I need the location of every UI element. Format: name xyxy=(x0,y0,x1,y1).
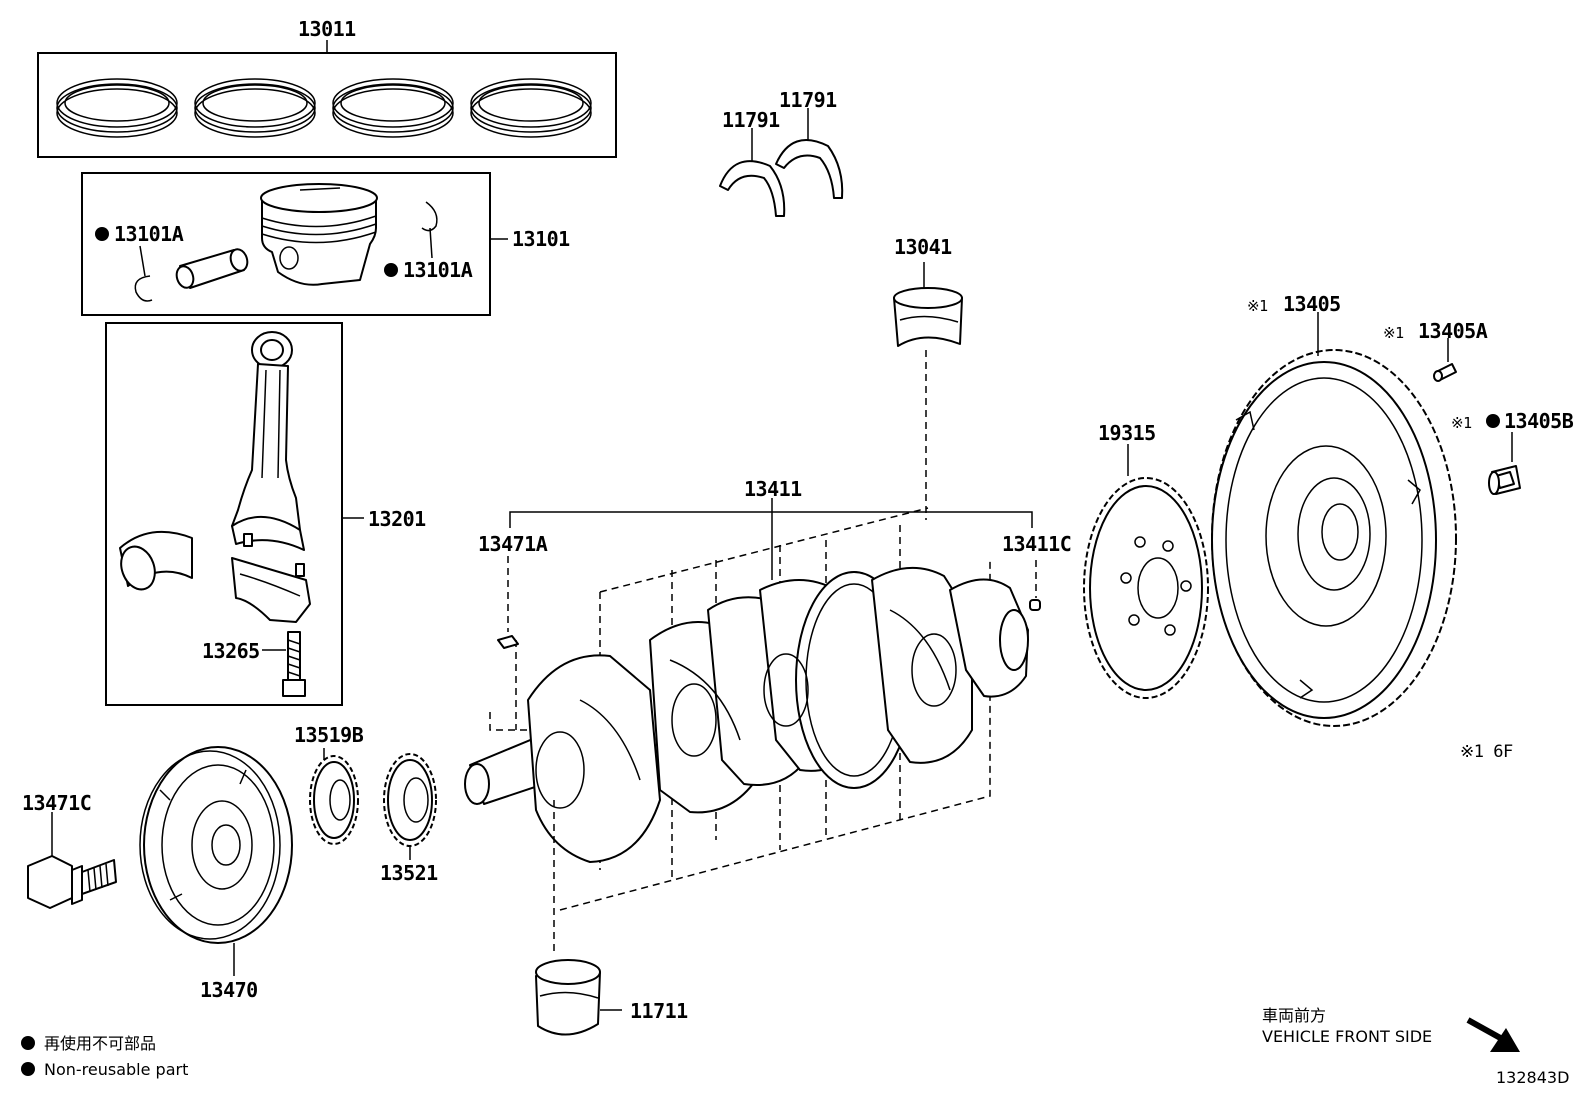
piston-ring-icon xyxy=(194,78,316,138)
pin-icon xyxy=(1029,599,1041,611)
prefix-13405B: ※1 xyxy=(1451,414,1472,432)
crank-pulley[interactable]: 13470 xyxy=(139,746,293,1002)
drive-plate[interactable]: 19315 xyxy=(1083,421,1209,699)
front-direction-arrow-icon xyxy=(1466,1017,1520,1052)
label-19315: 19315 xyxy=(1098,421,1156,445)
flywheel-icon xyxy=(1211,349,1457,727)
footnote: ※1 6F xyxy=(1460,742,1513,762)
rod-bearing-icon xyxy=(119,531,193,591)
thrust-washer-icon xyxy=(719,160,786,217)
label-13471A: 13471A xyxy=(478,532,548,556)
legend-en: Non-reusable part xyxy=(44,1060,188,1079)
front-side-jp: 車両前方 xyxy=(1262,1006,1326,1025)
label-13101: 13101 xyxy=(512,227,570,251)
connecting-rod-assembly[interactable]: 13201 13265 xyxy=(105,322,427,706)
label-13519B: 13519B xyxy=(294,723,364,747)
rod-bolt-icon xyxy=(282,631,306,697)
label-11791-right: 11791 xyxy=(779,88,837,112)
vehicle-front-side-indicator: 車両前方 VEHICLE FRONT SIDE xyxy=(1262,1006,1520,1052)
crankshaft-icon xyxy=(464,566,1029,863)
connecting-rod-icon xyxy=(231,331,305,551)
prefix-13405A: ※1 xyxy=(1383,324,1404,342)
crank-sprocket[interactable]: 13519B xyxy=(294,723,364,845)
piston-ring-set[interactable]: 13011 xyxy=(37,17,617,158)
label-13471C: 13471C xyxy=(22,791,91,815)
prefix-13405: ※1 xyxy=(1247,297,1268,315)
thrust-washers[interactable]: 11791 11791 xyxy=(719,88,844,217)
label-13405: 13405 xyxy=(1283,292,1341,316)
label-13470: 13470 xyxy=(200,978,258,1002)
flywheel-assembly[interactable]: ※1 13405 ※1 13405A ※1 13405B xyxy=(1211,292,1574,727)
filled-circle-icon xyxy=(95,227,109,241)
snap-ring-icon xyxy=(421,201,438,232)
label-13405A: 13405A xyxy=(1418,319,1488,343)
label-13265: 13265 xyxy=(202,639,260,663)
legend-jp: 再使用不可部品 xyxy=(44,1034,156,1053)
flywheel-pin-icon xyxy=(1433,363,1457,382)
label-13411: 13411 xyxy=(744,477,802,501)
crankshaft-assembly[interactable]: 13411 13471A 13411C xyxy=(464,477,1072,911)
label-11711: 11711 xyxy=(630,999,688,1023)
label-13411C: 13411C xyxy=(1002,532,1071,556)
key-icon xyxy=(497,635,519,649)
pulley-icon xyxy=(139,746,293,944)
toothed-plate-icon xyxy=(1083,477,1209,699)
label-13041: 13041 xyxy=(894,235,952,259)
label-13101A-left: 13101A xyxy=(114,222,184,246)
bolt-icon xyxy=(27,855,117,909)
drawing-number: 132843D xyxy=(1496,1068,1569,1087)
filled-circle-icon xyxy=(1486,414,1500,428)
piston-ring-icon xyxy=(470,78,592,138)
flywheel-bolt-icon xyxy=(1488,465,1521,495)
main-bearing[interactable]: 11711 xyxy=(535,800,689,1036)
label-13521: 13521 xyxy=(380,861,438,885)
snap-ring-icon xyxy=(134,275,153,302)
bearing-shell-icon xyxy=(893,287,963,347)
piston-ring-icon xyxy=(332,78,454,138)
bearing-shell-icon xyxy=(535,959,601,1036)
label-13405B: 13405B xyxy=(1504,409,1574,433)
piston-ring-icon xyxy=(56,78,178,138)
label-13011: 13011 xyxy=(298,17,356,41)
gear-icon xyxy=(383,753,437,847)
piston-pin-icon xyxy=(175,248,249,289)
filled-circle-icon xyxy=(384,263,398,277)
label-11791-left: 11791 xyxy=(722,108,780,132)
dowel-icon xyxy=(295,563,305,577)
dowel-icon xyxy=(243,533,253,547)
piston-assembly[interactable]: 13101A 13101A 13101 xyxy=(81,172,571,316)
filled-circle-icon xyxy=(21,1062,35,1076)
label-13201: 13201 xyxy=(368,507,426,531)
legend: 再使用不可部品 Non-reusable part xyxy=(21,1034,188,1079)
label-13101A-right: 13101A xyxy=(403,258,473,282)
crank-gear[interactable]: 13521 xyxy=(380,753,439,885)
rod-cap-icon xyxy=(231,557,311,623)
pulley-bolt[interactable]: 13471C xyxy=(22,791,117,909)
front-side-en: VEHICLE FRONT SIDE xyxy=(1262,1027,1432,1046)
thrust-washer-icon xyxy=(775,139,844,199)
sprocket-icon xyxy=(309,755,359,845)
con-rod-bearing[interactable]: 13041 xyxy=(893,235,963,520)
piston-icon xyxy=(260,183,378,286)
filled-circle-icon xyxy=(21,1036,35,1050)
